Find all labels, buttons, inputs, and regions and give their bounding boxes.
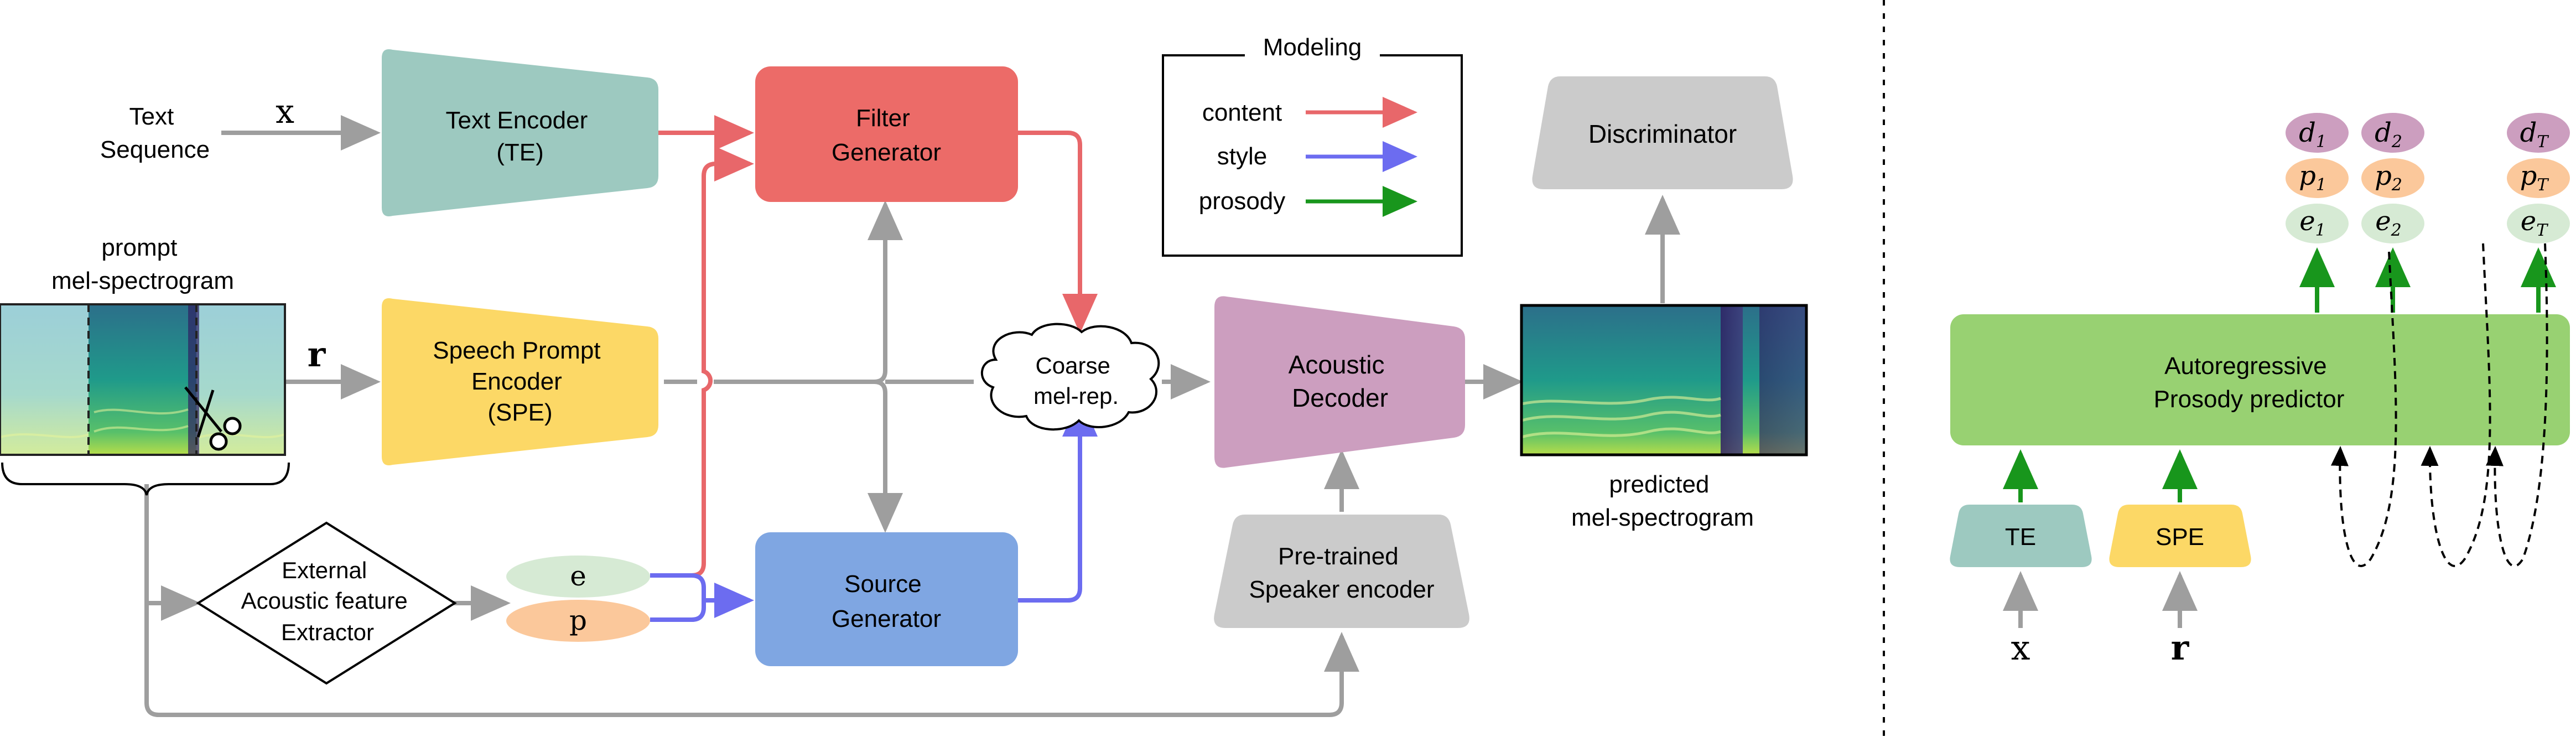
token-column-T: dT pT eT: [2507, 113, 2570, 243]
discriminator-block: Discriminator: [1532, 76, 1793, 189]
svg-text:Text Encoder (TE): Text Encoder (TE): [445, 107, 594, 166]
svg-text:Coarse mel-rep.: Coarse mel-rep.: [1033, 352, 1119, 409]
svg-text:eT: eT: [2521, 206, 2548, 240]
right-r-symbol: r: [2171, 627, 2190, 668]
svg-text:Filter Generator: Filter Generator: [832, 105, 941, 166]
text-encoder-block: Text Encoder (TE): [382, 49, 658, 216]
x-symbol: x: [276, 92, 294, 131]
autoregressive-feedback: [2330, 243, 2548, 567]
svg-text:p2: p2: [2375, 160, 2402, 195]
gray-connectors: [144, 115, 1680, 717]
scissors-icon: [184, 386, 242, 451]
svg-text:Pre-trained Speaker enco: Pre-trained Speaker encoder: [1249, 543, 1434, 603]
te-small-block: TE: [1950, 505, 2092, 567]
svg-text:Source Generator: Source Generator: [832, 570, 941, 632]
content-connectors: [650, 115, 1098, 578]
svg-text:Autoregressive Prosody p: Autoregressive Prosody predictor: [2154, 352, 2345, 413]
legend-title: Modeling: [1263, 34, 1362, 61]
spectrogram-bracket: [1, 462, 290, 496]
legend-content-label: content: [1202, 99, 1282, 126]
svg-text:e: e: [570, 560, 586, 592]
svg-text:e2: e2: [2375, 206, 2402, 240]
svg-text:d1: d1: [2299, 117, 2326, 152]
external-extractor-block: External Acoustic feature Extractor: [196, 521, 457, 685]
source-generator-block: Source Generator: [755, 532, 1018, 666]
svg-text:Discriminator: Discriminator: [1588, 120, 1737, 148]
spe-small-block: SPE: [2109, 505, 2251, 567]
svg-text:External Acoustic featur: External Acoustic feature Extractor: [241, 557, 414, 645]
prompt-spectrogram: [0, 303, 286, 456]
svg-text:SPE: SPE: [2156, 523, 2204, 551]
predicted-title: predicted mel-spectrogram: [1571, 471, 1754, 531]
filter-generator-block: Filter Generator: [755, 66, 1018, 202]
legend-prosody-label: prosody: [1199, 188, 1286, 215]
svg-text:d2: d2: [2375, 117, 2402, 152]
svg-text:e1: e1: [2299, 206, 2326, 240]
svg-text:p1: p1: [2299, 160, 2326, 195]
legend: Modeling content style prosody: [1162, 34, 1463, 257]
prompt-title: prompt mel-spectrogram: [51, 234, 234, 294]
token-column-2: d2 p2 e2: [2361, 113, 2424, 243]
predicted-spectrogram: [1520, 304, 1808, 456]
token-column-1: d1 p1 e1: [2286, 113, 2349, 243]
legend-style-label: style: [1217, 143, 1267, 170]
svg-text:TE: TE: [2005, 523, 2036, 551]
style-connectors: [650, 397, 1098, 622]
svg-text:p: p: [569, 604, 587, 636]
text-sequence-label: Text Sequence: [100, 103, 210, 163]
e-feature: e: [506, 556, 650, 598]
speech-prompt-encoder-block: Speech Prompt Encoder (SPE): [382, 298, 658, 465]
prosody-predictor-block: Autoregressive Prosody predictor: [1950, 314, 2570, 445]
svg-text:Acoustic Decoder: Acoustic Decoder: [1289, 350, 1392, 412]
svg-text:pT: pT: [2520, 160, 2549, 195]
right-x-symbol: x: [2011, 627, 2030, 668]
r-symbol: r: [308, 334, 326, 375]
pretrained-speaker-encoder-block: Pre-trained Speaker encoder: [1214, 515, 1469, 628]
svg-text:Speech Prompt Encoder: Speech Prompt Encoder (SPE): [433, 337, 607, 426]
svg-text:dT: dT: [2520, 117, 2549, 152]
acoustic-decoder-block: Acoustic Decoder: [1214, 296, 1465, 468]
p-feature: p: [506, 600, 650, 642]
coarse-mel-rep-cloud: Coarse mel-rep.: [980, 323, 1160, 431]
